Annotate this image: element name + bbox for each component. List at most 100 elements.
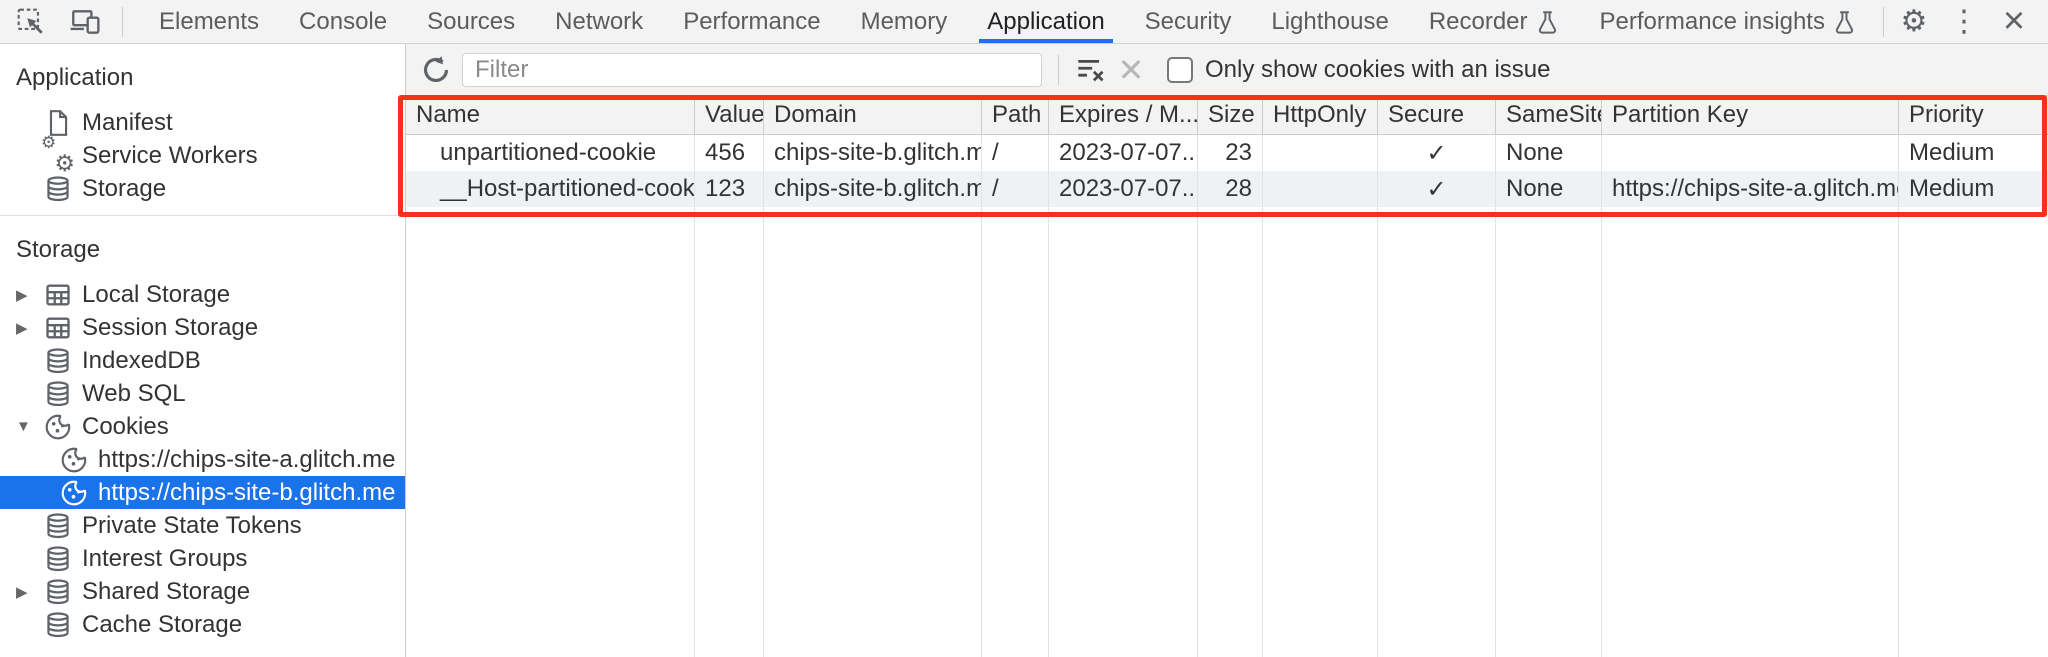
column-header-priority[interactable]: Priority [1899,96,2048,135]
tab-label: Elements [159,7,260,35]
filter-input[interactable] [462,52,1042,87]
database-icon [42,512,74,540]
sidebar-item-label: https://chips-site-a.glitch.me [98,445,396,473]
inspect-element-button[interactable] [14,5,48,39]
cookie-cell-priority: Medium [1899,135,2048,171]
column-header-secure[interactable]: Secure [1378,96,1496,135]
sidebar-item-cookies[interactable]: ▼ Cookies [0,410,405,443]
tab-sources[interactable]: Sources [407,0,535,43]
sidebar-item-web-sql[interactable]: Web SQL [0,377,405,410]
column-header-size[interactable]: Size [1198,96,1263,135]
cookie-cell-name[interactable]: __Host-partitioned-cookie [406,171,695,207]
sidebar-item-label: Local Storage [82,280,231,308]
close-icon: × [2002,0,2026,42]
refresh-button[interactable] [416,50,456,90]
database-icon [42,611,74,639]
sidebar-item-https-chips-site-a-glitch-me[interactable]: https://chips-site-a.glitch.me [0,443,405,476]
tab-recorder[interactable]: Recorder [1409,0,1580,43]
close-devtools-button[interactable]: × [1994,0,2034,42]
grid-filler-column [982,207,1049,657]
grid-filler-column [1049,207,1198,657]
cookie-cell-secure: ✓ [1378,135,1496,171]
sidebar-item-indexeddb[interactable]: IndexedDB [0,344,405,377]
cookie-cell-priority: Medium [1899,171,2048,207]
delete-filter-button[interactable] [1071,50,1111,90]
settings-button[interactable]: ⚙ [1894,2,1934,42]
tab-label: Performance [683,7,821,35]
tab-label: Memory [860,7,948,35]
service-workers-icon: ⚙⚙ [41,132,75,176]
sidebar-item-label: Cookies [82,412,169,440]
toolbar-divider [1058,54,1059,85]
tabbar-left-tools [0,5,139,39]
sidebar-item-label: Manifest [82,108,173,136]
grid-filler-column [406,207,695,657]
cookie-cell-value: 456 [695,135,764,171]
chevron-down-icon[interactable]: ▼ [16,418,31,435]
tab-memory[interactable]: Memory [841,0,968,43]
tab-security[interactable]: Security [1125,0,1252,43]
chevron-right-icon[interactable]: ▶ [16,319,28,337]
sidebar-item-cache-storage[interactable]: Cache Storage [0,608,405,641]
column-header-samesite[interactable]: SameSite [1496,96,1602,135]
sidebar-item-label: Storage [82,174,167,202]
section-title: Storage [16,236,101,263]
sidebar-item-label: Cache Storage [82,610,243,638]
cookie-icon [58,478,90,508]
column-header-domain[interactable]: Domain [764,96,982,135]
only-show-issue-checkbox[interactable] [1167,56,1193,83]
tab-performance[interactable]: Performance [663,0,840,43]
refresh-icon [423,55,449,82]
toolbar-divider [122,6,123,37]
sidebar-item-https-chips-site-b-glitch-me[interactable]: https://chips-site-b.glitch.me [0,476,405,509]
sidebar-item-private-state-tokens[interactable]: Private State Tokens [0,509,405,542]
cookie-cell-secure: ✓ [1378,171,1496,207]
sidebar-item-local-storage[interactable]: ▶ Local Storage [0,278,405,311]
cookie-cell-httponly [1263,171,1378,207]
device-toolbar-button[interactable] [68,5,102,39]
cookie-cell-domain: chips-site-b.glitch.me [764,135,982,171]
column-header-name[interactable]: Name [406,96,695,135]
column-header-path[interactable]: Path [982,96,1049,135]
clear-filter-icon [1078,59,1104,81]
cookie-cell-size: 28 [1198,171,1263,207]
sidebar-item-label: Service Workers [82,141,258,169]
tab-network[interactable]: Network [535,0,663,43]
clear-input-button[interactable]: ✕ [1111,50,1151,90]
sidebar-item-manifest[interactable]: Manifest [0,106,405,139]
sidebar-item-label: Shared Storage [82,577,251,605]
devtools-tabbar: Elements Console Sources Network Performance… [0,0,2048,44]
column-header-partition-key[interactable]: Partition Key [1602,96,1899,135]
sidebar-item-shared-storage[interactable]: ▶ Shared Storage [0,575,405,608]
tab-elements[interactable]: Elements [139,0,279,43]
sidebar-item-label: Private State Tokens [82,511,302,539]
tab-console[interactable]: Console [279,0,407,43]
tab-performance-insights[interactable]: Performance insights [1580,0,1877,43]
sidebar-item-service-workers[interactable]: ⚙⚙Service Workers [0,132,405,176]
cookie-cell-value: 123 [695,171,764,207]
tab-application[interactable]: Application [967,0,1124,43]
sidebar-item-session-storage[interactable]: ▶Session Storage [0,311,405,344]
cookie-cell-samesite: None [1496,171,1602,207]
more-options-button[interactable]: ⋮ [1944,2,1984,42]
table-icon [42,281,74,309]
chevron-right-icon[interactable]: ▶ [16,583,28,601]
column-header-expires-m[interactable]: Expires / M... [1049,96,1198,135]
cookie-cell-name[interactable]: unpartitioned-cookie [406,135,695,171]
cookie-icon [58,445,90,475]
sidebar-item-label: Interest Groups [82,544,248,572]
sidebar-item-interest-groups[interactable]: Interest Groups [0,542,405,575]
cookie-cell-path: / [982,135,1049,171]
cookie-cell-expires-m: 2023-07-07... [1049,135,1198,171]
column-header-value[interactable]: Value [695,96,764,135]
tab-label: Sources [427,7,516,35]
cookie-icon [42,412,74,442]
tab-lighthouse[interactable]: Lighthouse [1251,0,1408,43]
chevron-right-icon[interactable]: ▶ [16,286,28,304]
sidebar-item-storage[interactable]: Storage [0,172,405,205]
column-header-httponly[interactable]: HttpOnly [1263,96,1378,135]
